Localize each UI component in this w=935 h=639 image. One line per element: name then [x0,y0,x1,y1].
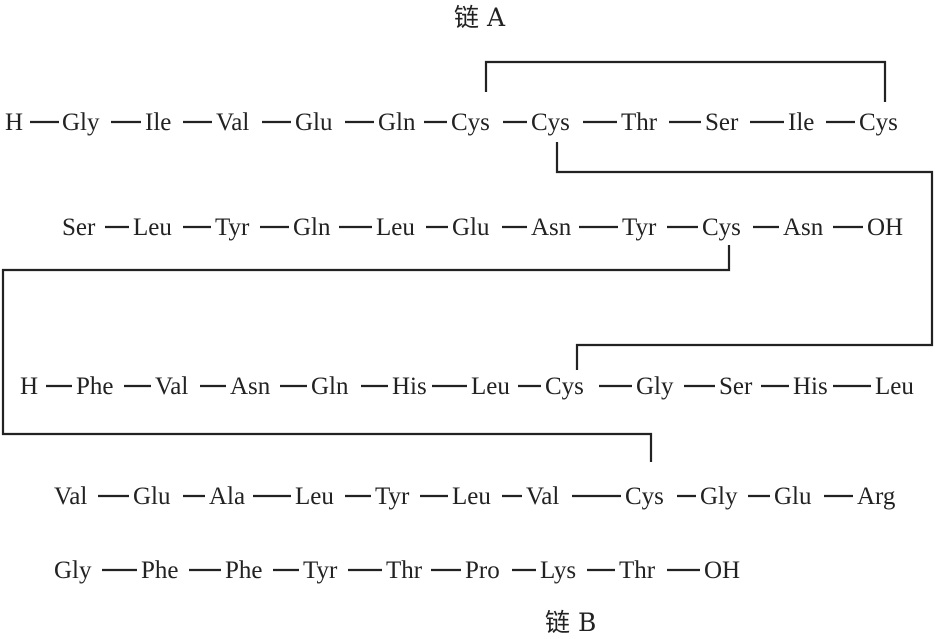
residue-label: Phe [225,557,263,584]
residue-label: Val [526,483,559,510]
residue-label: Ala [209,483,245,510]
residue-cys-a6: Cys [451,109,490,136]
residue-label: Lys [540,557,576,584]
chain-b-row-3: Gly Phe Phe Tyr Thr Pro Lys Thr OH [54,557,740,584]
residue-label: Val [216,109,249,136]
residue-label: H [20,373,38,400]
residue-label: OH [704,557,740,584]
disulfide-bond-a6-a11 [484,60,887,102]
residue-label: His [392,373,427,400]
residue-label: Ser [62,214,96,241]
disulfide-bond-a20-b19 [1,245,731,462]
residue-label: Ser [719,373,753,400]
chain-a-row-1: H Gly Ile Val Glu Gln Cys Cys Thr Ser Il… [5,109,898,136]
residue-cys-a7: Cys [531,109,570,136]
residue-label: Asn [531,214,572,241]
residue-label: Glu [133,483,171,510]
residue-label: Tyr [375,483,410,510]
residue-label: Val [54,483,87,510]
residue-cys-b19: Cys [625,483,664,510]
residue-label: Leu [452,483,491,510]
residue-label: Gly [62,109,100,136]
residue-label: Tyr [622,214,657,241]
residue-label: Glu [295,109,333,136]
residue-cys-a11: Cys [859,109,898,136]
residue-label: Gln [311,373,349,400]
residue-label: Leu [471,373,510,400]
residue-label: Gly [636,373,674,400]
residue-label: Pro [465,557,500,584]
residue-label: His [793,373,828,400]
chain-b-row-1: H Phe Val Asn Gln His Leu Cys Gly Ser Hi… [20,373,914,400]
residue-label: Ile [145,109,171,136]
residue-label: Val [155,373,188,400]
residue-label: Thr [619,557,656,584]
chain-a-title: 链 A [454,3,506,32]
chain-b-title: 链 B [545,608,596,637]
chain-a-row-2: Ser Leu Tyr Gln Leu Glu Asn Tyr Cys Asn … [62,214,903,241]
residue-label: Ile [788,109,814,136]
residue-label: Tyr [215,214,250,241]
residue-label: Phe [141,557,179,584]
residue-label: Arg [857,483,896,510]
disulfide-bond-a7-b7 [555,142,934,370]
residue-label: Asn [230,373,271,400]
residue-label: Gly [54,557,92,584]
residue-label: Leu [376,214,415,241]
residue-label: Leu [133,214,172,241]
residue-label: Gln [293,214,331,241]
residue-label: Glu [774,483,812,510]
residue-label: Leu [875,373,914,400]
residue-label: Gly [700,483,738,510]
residue-label: Thr [386,557,423,584]
residue-label: Thr [621,109,658,136]
residue-label: Phe [76,373,114,400]
residue-label: Leu [295,483,334,510]
residue-cys-a20: Cys [702,214,741,241]
residue-label: Tyr [303,557,338,584]
chain-b-row-2: Val Glu Ala Leu Tyr Leu Val Cys Gly Glu … [54,483,896,510]
residue-label: Ser [705,109,739,136]
residue-label: H [5,109,23,136]
residue-label: Gln [378,109,416,136]
residue-label: Glu [452,214,490,241]
residue-cys-b7: Cys [545,373,584,400]
residue-label: OH [867,214,903,241]
residue-label: Asn [783,214,824,241]
